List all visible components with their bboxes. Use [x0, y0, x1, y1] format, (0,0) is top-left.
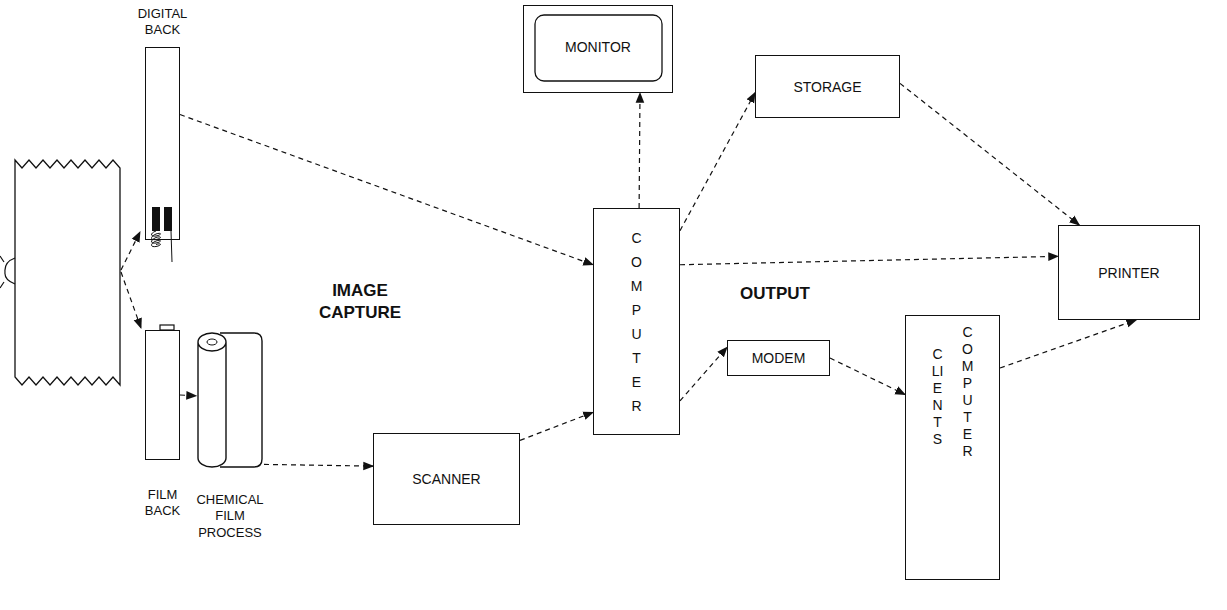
- node-label: DIGITAL BACK: [131, 6, 195, 39]
- text-holder: PRINTER: [1059, 226, 1199, 319]
- computer-box: COMPUTER: [593, 208, 680, 435]
- node-label: FILM BACK: [138, 487, 188, 520]
- vertical-label: COMPUTER: [961, 324, 975, 460]
- dashed-connector: [680, 93, 755, 231]
- camera-lens: [0, 256, 15, 288]
- dashed-connector: [830, 358, 905, 395]
- text-holder: CLIENTS COMPUTER: [906, 316, 999, 579]
- dashed-connector: [1000, 320, 1136, 368]
- film-back: FILM BACK: [145, 330, 180, 460]
- dashed-connector: [180, 115, 593, 265]
- capture-arrow: [121, 272, 141, 328]
- cable-coil: [152, 231, 161, 247]
- text-holder: MONITOR: [524, 4, 672, 90]
- vertical-label: COMPUTER: [630, 226, 644, 418]
- text-holder: COMPUTER: [594, 209, 679, 434]
- capture-arrow: [121, 232, 140, 270]
- box-label: PRINTER: [1098, 265, 1159, 281]
- process-box: SCANNER: [373, 433, 520, 525]
- dashed-connector: [680, 347, 727, 401]
- roll-core: [207, 339, 217, 345]
- section-label: IMAGE CAPTURE: [290, 280, 430, 324]
- text-holder: MODEM: [728, 341, 829, 375]
- process-box: MODEM: [727, 340, 830, 376]
- box-label: MONITOR: [565, 39, 631, 55]
- client-computer: CLIENTS COMPUTER: [905, 315, 1000, 580]
- dashed-connector: [180, 394, 196, 396]
- film-process: CHEMICAL FILM PROCESS: [196, 330, 264, 470]
- dashed-connector: [520, 412, 593, 440]
- section-label: OUTPUT: [720, 283, 830, 305]
- film-roll-outline: [196, 330, 264, 470]
- process-box: STORAGE: [755, 55, 900, 118]
- camera-body: [15, 160, 120, 385]
- box-label: STORAGE: [793, 79, 861, 95]
- monitor-screen: [535, 15, 662, 81]
- box-label: SCANNER: [412, 471, 480, 487]
- sensor-bar: [152, 207, 160, 231]
- text-holder: STORAGE: [756, 56, 899, 117]
- digital-back: DIGITAL BACK: [145, 47, 180, 240]
- vertical-label: CLIENTS: [931, 346, 945, 448]
- monitor: MONITOR: [523, 5, 673, 93]
- dashed-connector: [680, 256, 1058, 264]
- cable: [171, 231, 172, 262]
- process-box: PRINTER: [1058, 225, 1200, 320]
- text-holder: SCANNER: [374, 434, 519, 524]
- dashed-connector: [264, 464, 373, 466]
- dashed-connector: [900, 83, 1079, 225]
- sensor-bar: [164, 207, 172, 231]
- box-label: MODEM: [752, 350, 806, 366]
- node-label: CHEMICAL FILM PROCESS: [192, 492, 268, 541]
- film-roll: [198, 333, 262, 467]
- dashed-connector: [639, 93, 641, 208]
